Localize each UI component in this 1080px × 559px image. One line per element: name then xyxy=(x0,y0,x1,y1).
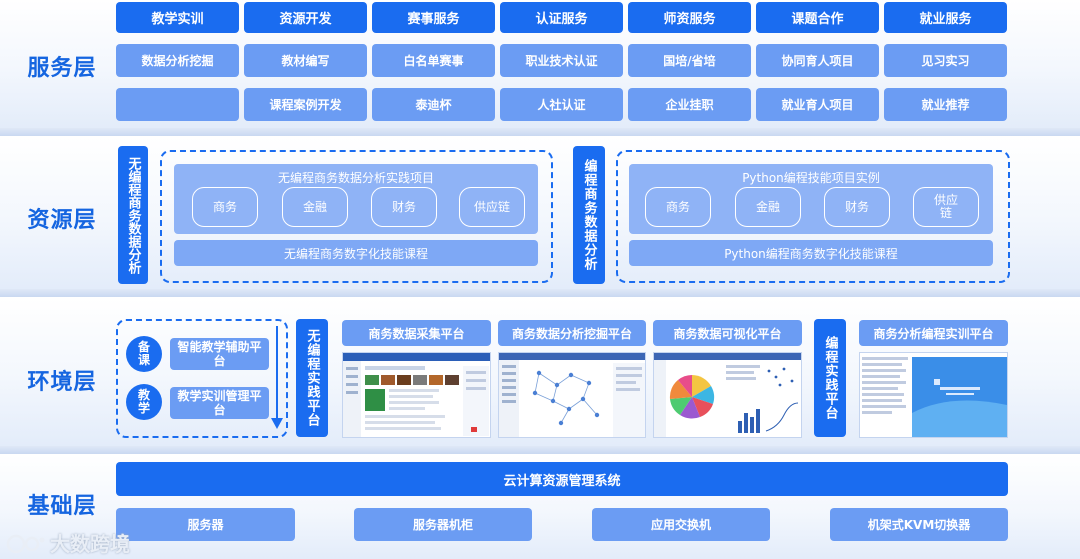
resource-left-item-1[interactable]: 金融 xyxy=(282,187,348,227)
service-header-2[interactable]: 赛事服务 xyxy=(372,2,495,33)
foundation-item-0[interactable]: 服务器 xyxy=(116,508,295,541)
environment-step-label-1[interactable]: 教学实训管理平台 xyxy=(170,387,269,419)
resource-right-item-2[interactable]: 财务 xyxy=(824,187,890,227)
resource-left-item-0[interactable]: 商务 xyxy=(192,187,258,227)
foundation-main[interactable]: 云计算资源管理系统 xyxy=(116,462,1008,496)
platform-0-screenshot xyxy=(342,352,491,438)
service-item-r3-3[interactable]: 人社认证 xyxy=(500,88,623,121)
platform-0-screenshot-graphic xyxy=(343,353,490,437)
resource-right-course[interactable]: Python编程商务数字化技能课程 xyxy=(629,240,993,266)
arrow-down-icon xyxy=(271,326,283,429)
service-header-5[interactable]: 课题合作 xyxy=(756,2,879,33)
foundation-item-2[interactable]: 应用交换机 xyxy=(592,508,770,541)
foundation-item-3[interactable]: 机架式KVM切换器 xyxy=(830,508,1008,541)
resource-right-dashed-box xyxy=(616,150,1010,283)
environment-step-circle-0: 备课 xyxy=(126,336,162,372)
service-header-6[interactable]: 就业服务 xyxy=(884,2,1007,33)
service-item-r3-0 xyxy=(116,88,239,121)
layer-label-service: 服务层 xyxy=(27,56,97,81)
service-item-r2-5[interactable]: 协同育人项目 xyxy=(756,44,879,77)
resource-right-item-1[interactable]: 金融 xyxy=(735,187,801,227)
service-layer-edge xyxy=(0,128,1080,136)
resource-right-panel-title: Python编程技能项目实例 xyxy=(742,171,880,185)
service-header-4[interactable]: 师资服务 xyxy=(628,2,751,33)
service-item-r2-0[interactable]: 数据分析挖掘 xyxy=(116,44,239,77)
resource-left-vertical-label: 无编程商务数据分析 xyxy=(118,146,148,284)
resource-left-panel: 无编程商务数据分析实践项目 xyxy=(174,164,538,234)
watermark: 大数跨境 xyxy=(6,528,130,557)
environment-layer-edge xyxy=(0,446,1080,454)
environment-platform-2[interactable]: 商务数据可视化平台 xyxy=(653,320,802,346)
service-item-r3-1[interactable]: 课程案例开发 xyxy=(244,88,367,121)
platform-1-screenshot-graphic xyxy=(499,353,645,437)
service-header-1[interactable]: 资源开发 xyxy=(244,2,367,33)
resource-layer-edge xyxy=(0,289,1080,297)
resource-left-panel-title: 无编程商务数据分析实践项目 xyxy=(277,171,434,185)
platform-1-screenshot xyxy=(498,352,646,438)
platform-2-screenshot xyxy=(653,352,802,438)
platform-3-screenshot-graphic xyxy=(860,353,1007,437)
layer-label-foundation: 基础层 xyxy=(27,494,97,519)
watermark-logo-icon xyxy=(6,534,45,553)
resource-right-item-3[interactable]: 供应 链 xyxy=(913,187,979,227)
service-item-r2-3[interactable]: 职业技术认证 xyxy=(500,44,623,77)
service-header-3[interactable]: 认证服务 xyxy=(500,2,623,33)
environment-right-vertical-label: 编程实践平台 xyxy=(814,319,846,437)
environment-platform-1[interactable]: 商务数据分析挖掘平台 xyxy=(498,320,646,346)
platform-2-screenshot-graphic xyxy=(654,353,801,437)
environment-step-circle-1: 教学 xyxy=(126,384,162,420)
environment-steps-dashed-box xyxy=(116,319,288,438)
resource-left-item-2[interactable]: 财务 xyxy=(371,187,437,227)
service-item-r3-2[interactable]: 泰迪杯 xyxy=(372,88,495,121)
environment-step-label-0[interactable]: 智能教学辅助平台 xyxy=(170,338,269,370)
service-item-r3-6[interactable]: 就业推荐 xyxy=(884,88,1007,121)
service-item-r3-5[interactable]: 就业育人项目 xyxy=(756,88,879,121)
resource-left-dashed-box xyxy=(160,150,553,283)
service-item-r2-2[interactable]: 白名单赛事 xyxy=(372,44,495,77)
platform-3-screenshot xyxy=(859,352,1008,438)
environment-platform-0[interactable]: 商务数据采集平台 xyxy=(342,320,491,346)
resource-left-course[interactable]: 无编程商务数字化技能课程 xyxy=(174,240,538,266)
service-item-r2-4[interactable]: 国培/省培 xyxy=(628,44,751,77)
layer-label-resource: 资源层 xyxy=(27,208,97,233)
service-item-r2-1[interactable]: 教材编写 xyxy=(244,44,367,77)
resource-right-panel: Python编程技能项目实例 xyxy=(629,164,993,234)
environment-right-platform[interactable]: 商务分析编程实训平台 xyxy=(859,320,1008,346)
resource-right-vertical-label: 编程商务数据分析 xyxy=(573,146,605,284)
service-header-0[interactable]: 教学实训 xyxy=(116,2,239,33)
resource-left-item-3[interactable]: 供应链 xyxy=(459,187,525,227)
layer-label-environment: 环境层 xyxy=(27,370,97,395)
environment-left-vertical-label: 无编程实践平台 xyxy=(296,319,328,437)
foundation-item-1[interactable]: 服务器机柜 xyxy=(354,508,532,541)
watermark-text: 大数跨境 xyxy=(50,532,130,556)
service-item-r3-4[interactable]: 企业挂职 xyxy=(628,88,751,121)
service-item-r2-6[interactable]: 见习实习 xyxy=(884,44,1007,77)
resource-right-item-0[interactable]: 商务 xyxy=(645,187,711,227)
